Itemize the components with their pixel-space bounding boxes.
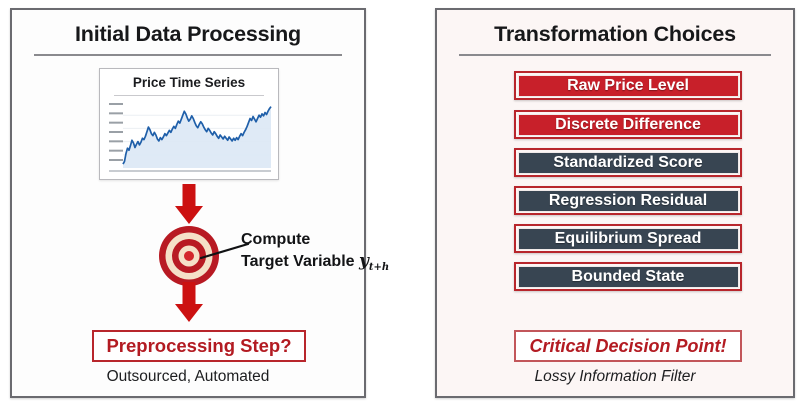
transformation-option-2[interactable]: Standardized Score <box>514 148 742 177</box>
transformation-option-label: Equilibrium Spread <box>517 227 739 250</box>
preprocessing-step-caption: Outsourced, Automated <box>106 368 270 385</box>
transformation-option-label: Raw Price Level <box>517 74 739 97</box>
arrow-head <box>175 206 203 224</box>
transformation-option-5[interactable]: Bounded State <box>514 262 742 291</box>
panel-initial-data-processing: Initial Data Processing Price Time Serie… <box>10 8 389 398</box>
target-variable-callout: Compute Target Variable yt+h <box>241 229 389 274</box>
chart-plot-area <box>107 99 273 175</box>
transformation-option-1[interactable]: Discrete Difference <box>514 110 742 139</box>
transformation-option-4[interactable]: Equilibrium Spread <box>514 224 742 253</box>
left-panel-title-divider <box>34 54 342 56</box>
right-panel-title-divider <box>459 54 771 56</box>
left-panel-title: Initial Data Processing <box>74 22 301 46</box>
transformation-option-0[interactable]: Raw Price Level <box>514 71 742 100</box>
callout-variable: y <box>358 251 369 272</box>
transformation-option-label: Regression Residual <box>517 189 739 212</box>
preprocessing-step-label: Preprocessing Step? <box>106 335 292 356</box>
critical-decision-point-label: Critical Decision Point! <box>529 335 727 356</box>
critical-decision-point-box[interactable]: Critical Decision Point! <box>514 330 742 362</box>
red-down-arrow-icon-2 <box>175 282 203 322</box>
right-panel-title: Transformation Choices <box>494 22 736 46</box>
transformation-option-label: Standardized Score <box>517 151 739 174</box>
transformation-option-3[interactable]: Regression Residual <box>514 186 742 215</box>
target-bullseye-center <box>184 251 194 261</box>
chart-title: Price Time Series <box>132 75 246 90</box>
chart-title-divider <box>114 95 264 96</box>
arrow-head <box>175 304 203 322</box>
leader-line-icon <box>200 242 250 260</box>
price-time-series-chart-card: Price Time Series <box>99 68 279 180</box>
arrow-shaft <box>182 184 196 208</box>
transformation-option-label: Bounded State <box>517 265 739 288</box>
price-line-chart <box>109 102 272 172</box>
callout-line-2: Target Variable <box>241 253 355 271</box>
red-down-arrow-icon-1 <box>175 184 203 224</box>
callout-line-1: Compute <box>241 231 311 248</box>
critical-decision-point-caption: Lossy Information Filter <box>534 368 696 385</box>
transformation-option-label: Discrete Difference <box>517 113 739 136</box>
preprocessing-step-box[interactable]: Preprocessing Step? <box>92 330 306 362</box>
callout-subscript: t+h <box>368 262 390 274</box>
arrow-shaft <box>182 282 196 306</box>
